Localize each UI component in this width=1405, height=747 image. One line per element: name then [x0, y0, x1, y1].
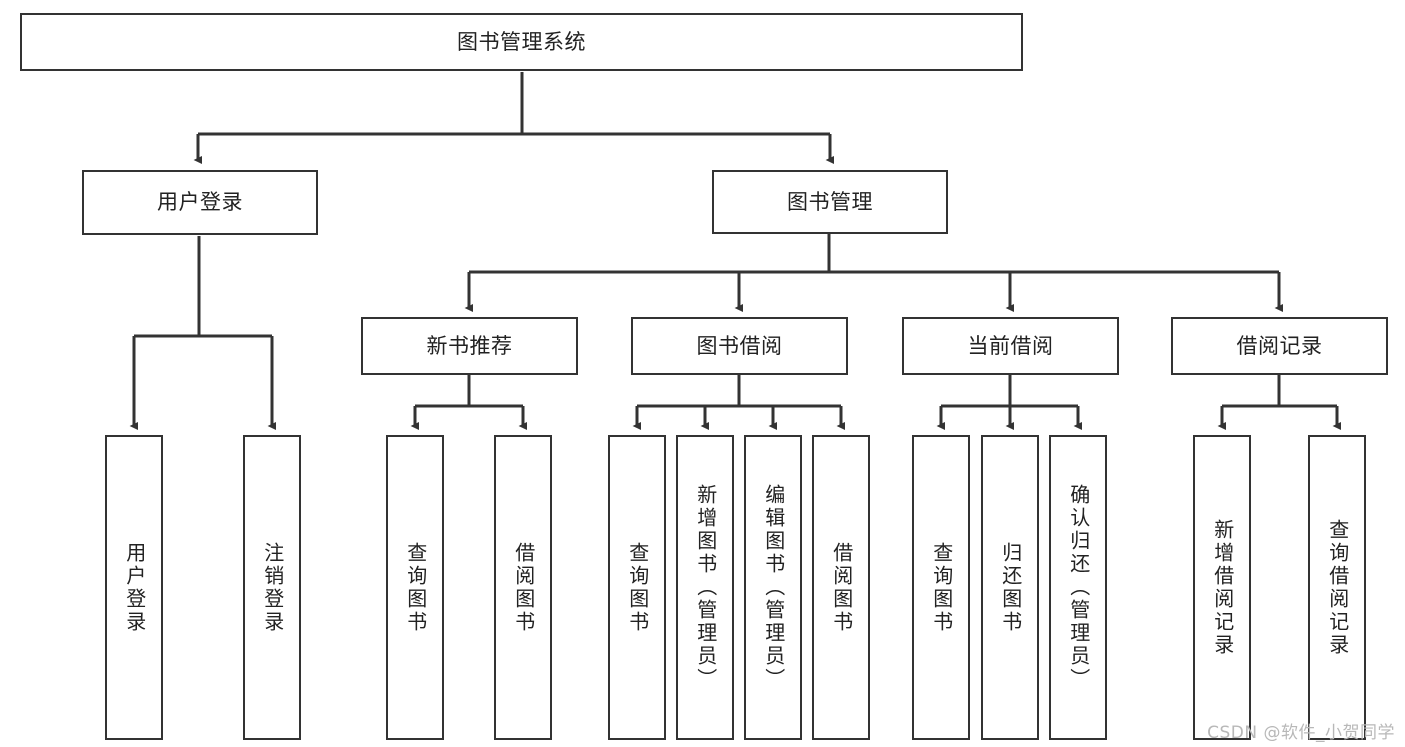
node-user-login[interactable]: 用户登录	[82, 170, 318, 235]
node-leaf-user-login[interactable]: 用户登录	[105, 435, 163, 740]
node-leaf-confirm-return-admin[interactable]: 确认归还（管理员）	[1049, 435, 1107, 740]
node-leaf-borrow-book[interactable]: 借阅图书	[812, 435, 870, 740]
node-label: 确认归还（管理员）	[1066, 484, 1091, 691]
node-borrow-record[interactable]: 借阅记录	[1171, 317, 1388, 375]
node-leaf-query-book-recommendation[interactable]: 查询图书	[386, 435, 444, 740]
node-label: 新书推荐	[426, 333, 513, 358]
node-leaf-query-book-borrow[interactable]: 查询图书	[608, 435, 666, 740]
node-leaf-logout-login[interactable]: 注销登录	[243, 435, 301, 740]
node-label: 图书管理系统	[457, 29, 586, 54]
node-label: 借阅记录	[1236, 333, 1323, 358]
node-label: 图书借阅	[696, 333, 783, 358]
node-leaf-query-borrow-record[interactable]: 查询借阅记录	[1308, 435, 1366, 740]
node-leaf-return-book[interactable]: 归还图书	[981, 435, 1039, 740]
node-label: 当前借阅	[967, 333, 1054, 358]
node-label: 查询图书	[625, 541, 650, 634]
node-label: 新增借阅记录	[1210, 518, 1235, 657]
node-book-management[interactable]: 图书管理	[712, 170, 948, 234]
node-label: 用户登录	[157, 190, 243, 215]
watermark-text: CSDN @软件_小贺同学	[1207, 723, 1395, 743]
node-label: 借阅图书	[511, 541, 536, 634]
node-new-book-recommendation[interactable]: 新书推荐	[361, 317, 578, 375]
node-leaf-borrow-book-recommendation[interactable]: 借阅图书	[494, 435, 552, 740]
node-label: 注销登录	[260, 541, 285, 634]
node-leaf-edit-book-admin[interactable]: 编辑图书（管理员）	[744, 435, 802, 740]
node-label: 查询借阅记录	[1325, 518, 1350, 657]
node-label: 归还图书	[998, 541, 1023, 634]
node-label: 图书管理	[787, 189, 873, 214]
node-leaf-add-borrow-record[interactable]: 新增借阅记录	[1193, 435, 1251, 740]
node-label: 编辑图书（管理员）	[761, 484, 786, 691]
node-label: 新增图书（管理员）	[693, 484, 718, 691]
node-root-book-management-system[interactable]: 图书管理系统	[20, 13, 1023, 71]
node-label: 借阅图书	[829, 541, 854, 634]
node-label: 用户登录	[122, 541, 147, 634]
node-current-borrow[interactable]: 当前借阅	[902, 317, 1119, 375]
node-book-borrow[interactable]: 图书借阅	[631, 317, 848, 375]
node-leaf-query-book-current[interactable]: 查询图书	[912, 435, 970, 740]
node-leaf-add-book-admin[interactable]: 新增图书（管理员）	[676, 435, 734, 740]
node-label: 查询图书	[929, 541, 954, 634]
node-label: 查询图书	[403, 541, 428, 634]
